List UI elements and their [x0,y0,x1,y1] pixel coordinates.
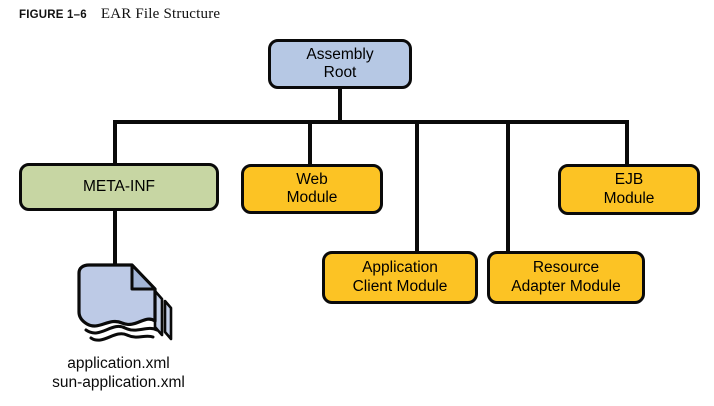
meta-inf-file-list: application.xml sun-application.xml [16,354,221,392]
node-ejb-module: EJB Module [558,164,700,215]
node-assembly-root: Assembly Root [268,39,412,89]
node-meta-inf: META-INF [19,163,219,211]
node-label: Application [362,259,438,277]
node-label: Module [286,189,338,206]
file-name: sun-application.xml [52,374,185,391]
connector-meta-inf-files [113,209,117,266]
node-label: Module [603,189,655,207]
connector-bus-ejb-module [625,122,629,165]
file-name: application.xml [67,355,170,372]
figure-caption: FIGURE 1–6 EAR File Structure [19,6,220,23]
figure-title: EAR File Structure [100,6,221,22]
node-application-client-module: Application Client Module [322,251,478,304]
node-label: Adapter Module [511,277,621,295]
node-label: Assembly [306,45,374,63]
node-label: Resource [532,259,600,277]
connector-bus-app-client-module [415,122,419,252]
connector-bus-web-module [308,122,312,165]
node-label: Root [323,64,357,81]
node-label: META-INF [82,177,156,195]
node-web-module: Web Module [241,164,383,214]
node-label: Client Module [352,277,448,295]
document-stack-icon [77,263,173,342]
connector-bus-meta-inf [113,122,117,164]
connector-bus [113,120,629,124]
connector-root-stem [338,87,342,122]
figure-label: FIGURE 1–6 [19,9,87,21]
node-resource-adapter-module: Resource Adapter Module [487,251,645,304]
connector-bus-resource-adapter-module [506,122,510,252]
node-label: Web [296,170,328,188]
node-label: EJB [614,171,644,189]
